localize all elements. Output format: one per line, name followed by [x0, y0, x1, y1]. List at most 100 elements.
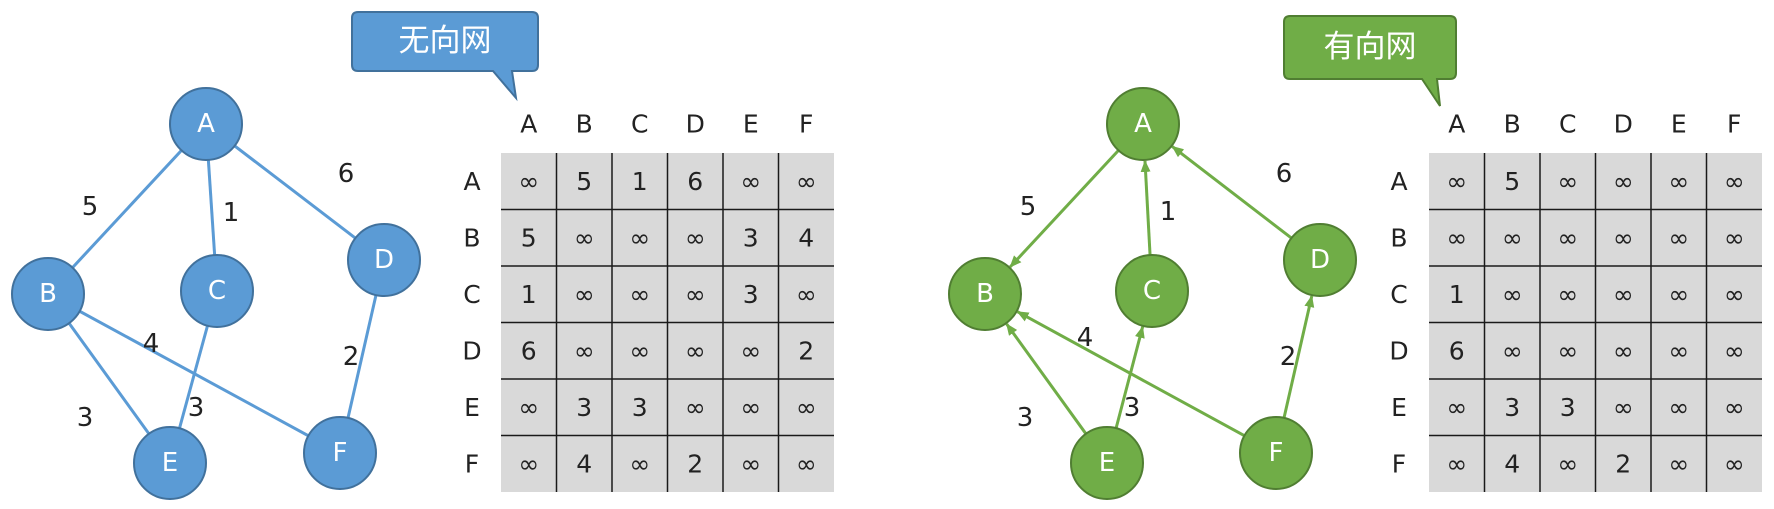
undirected-callout-bubble: [351, 11, 539, 102]
undirected-matrix-cell: ∞: [518, 449, 539, 478]
directed-node-label: E: [1099, 448, 1115, 478]
directed-node-e: E: [1070, 426, 1144, 500]
directed-node-circle: [1070, 426, 1144, 500]
directed-matrix-cell: 2: [1615, 449, 1631, 478]
undirected-row-header: A: [463, 167, 480, 196]
undirected-node-label: B: [39, 279, 57, 309]
undirected-node-e: E: [133, 426, 207, 500]
undirected-matrix-cell: 3: [576, 393, 592, 422]
directed-matrix-cell: ∞: [1668, 167, 1689, 196]
directed-matrix-cell: ∞: [1668, 280, 1689, 309]
directed-matrix-cell: 3: [1504, 393, 1520, 422]
directed-row-header: F: [1392, 449, 1406, 478]
undirected-matrix-cell: ∞: [796, 167, 817, 196]
directed-column-header: E: [1671, 110, 1687, 139]
undirected-matrix-cell: 2: [687, 449, 703, 478]
directed-node-label: A: [1134, 109, 1152, 139]
directed-edge-weight: 2: [1280, 342, 1297, 372]
directed-matrix-cell: ∞: [1446, 167, 1467, 196]
undirected-edge-weight: 5: [82, 192, 99, 222]
directed-matrix-cell: ∞: [1613, 393, 1634, 422]
directed-node-circle: [1115, 254, 1189, 328]
undirected-column-header: D: [686, 110, 705, 139]
directed-node-label: C: [1143, 276, 1161, 306]
undirected-matrix-cell: 6: [687, 167, 703, 196]
undirected-node-circle: [169, 87, 243, 161]
directed-matrix-cell: ∞: [1668, 336, 1689, 365]
undirected-column-header: B: [576, 110, 593, 139]
undirected-column-header: C: [631, 110, 648, 139]
undirected-matrix-cell: ∞: [685, 393, 706, 422]
undirected-matrix-cell: ∞: [629, 223, 650, 252]
directed-matrix-cell: ∞: [1446, 223, 1467, 252]
undirected-matrix-cell: 5: [521, 223, 537, 252]
directed-row-header: A: [1390, 167, 1407, 196]
undirected-node-circle: [347, 223, 421, 297]
directed-matrix-cell: ∞: [1613, 336, 1634, 365]
directed-edge-f-d: [1282, 295, 1315, 419]
undirected-edge-weight: 6: [338, 159, 355, 189]
directed-column-header: B: [1504, 110, 1521, 139]
directed-edge-weight: 1: [1160, 197, 1177, 227]
directed-node-a: A: [1106, 87, 1180, 161]
undirected-matrix-cell: ∞: [518, 167, 539, 196]
undirected-edge-a-d: [205, 122, 385, 262]
undirected-node-f: F: [303, 416, 377, 490]
directed-edge-d-a: [1171, 145, 1293, 240]
directed-node-circle: [948, 257, 1022, 331]
directed-matrix-cell: 4: [1504, 449, 1520, 478]
undirected-edge-weight: 3: [77, 403, 94, 433]
undirected-matrix-cell: 4: [576, 449, 592, 478]
undirected-matrix-cell: 5: [576, 167, 592, 196]
directed-matrix-cell: ∞: [1613, 223, 1634, 252]
directed-node-label: D: [1310, 245, 1330, 275]
undirected-row-header: F: [465, 449, 479, 478]
directed-row-header: D: [1389, 336, 1408, 365]
directed-matrix-cell: 5: [1504, 167, 1520, 196]
directed-callout: 有向网: [1283, 15, 1457, 107]
directed-node-d: D: [1283, 223, 1357, 297]
undirected-matrix-cell: ∞: [629, 280, 650, 309]
undirected-edge-a-b: [46, 122, 208, 296]
directed-matrix-cell: ∞: [1724, 167, 1745, 196]
undirected-column-header: E: [743, 110, 759, 139]
undirected-node-c: C: [180, 254, 254, 328]
undirected-matrix-cell: ∞: [629, 336, 650, 365]
directed-matrix-cell: ∞: [1446, 449, 1467, 478]
undirected-matrix-cell: ∞: [574, 280, 595, 309]
undirected-node-circle: [133, 426, 207, 500]
undirected-node-label: F: [333, 438, 348, 468]
directed-matrix-cell: ∞: [1557, 449, 1578, 478]
undirected-node-label: C: [208, 276, 226, 306]
undirected-edge-weight: 4: [143, 329, 160, 359]
directed-matrix-cell: ∞: [1557, 223, 1578, 252]
undirected-row-header: B: [463, 223, 480, 252]
undirected-matrix-cell: ∞: [796, 449, 817, 478]
directed-matrix-cell: ∞: [1724, 223, 1745, 252]
directed-matrix-cell: ∞: [1668, 449, 1689, 478]
undirected-matrix-cell: 3: [743, 223, 759, 252]
directed-matrix-cell: 3: [1560, 393, 1576, 422]
directed-matrix-cell: ∞: [1613, 167, 1634, 196]
directed-edge-weight: 3: [1124, 393, 1141, 423]
directed-matrix-cell: ∞: [1724, 336, 1745, 365]
undirected-matrix-cell: 2: [798, 336, 814, 365]
undirected-callout: 无向网: [351, 11, 539, 102]
undirected-matrix-cell: ∞: [740, 167, 761, 196]
undirected-matrix-cell: ∞: [518, 393, 539, 422]
directed-node-label: B: [976, 279, 994, 309]
undirected-matrix-cell: ∞: [629, 449, 650, 478]
undirected-matrix-cell: 6: [521, 336, 537, 365]
directed-edge-e-b: [1005, 323, 1088, 435]
directed-matrix-cell: ∞: [1724, 393, 1745, 422]
directed-row-header: E: [1391, 393, 1407, 422]
directed-column-header: A: [1448, 110, 1465, 139]
undirected-row-header: C: [463, 280, 480, 309]
directed-matrix-cell: 1: [1449, 280, 1465, 309]
directed-edge-weight: 4: [1077, 323, 1094, 353]
directed-callout-bubble: [1283, 15, 1457, 107]
